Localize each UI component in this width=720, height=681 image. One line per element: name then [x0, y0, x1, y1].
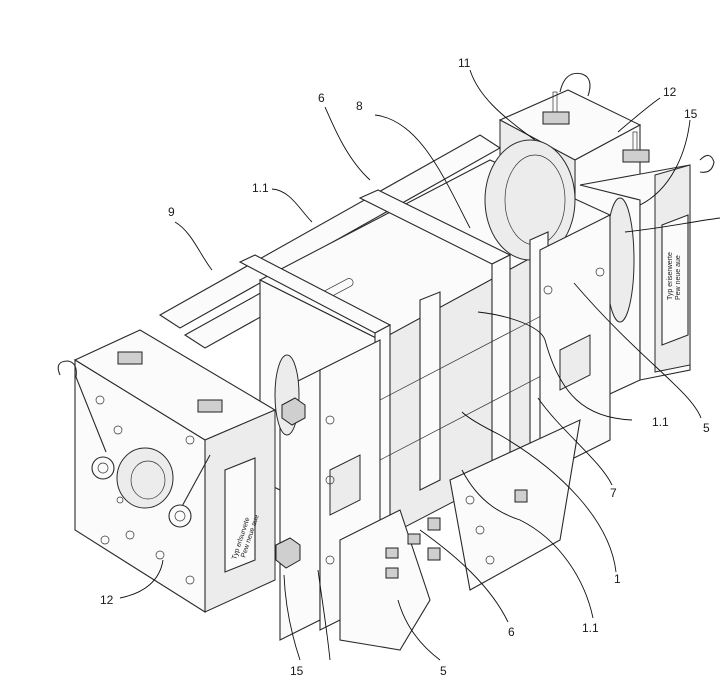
label-15-top: 15 — [684, 107, 698, 121]
label-6-bottom: 6 — [508, 625, 515, 639]
label-12-bottom: 12 — [100, 593, 114, 607]
label-9: 9 — [168, 205, 175, 219]
reference-labels: 11 12 15 6 8 1.1 9 1.1 5 7 1 1.1 6 5 15 … — [100, 56, 710, 678]
rear-support-plate — [427, 214, 611, 591]
label-12-top: 12 — [663, 85, 677, 99]
label-8: 8 — [356, 99, 363, 113]
label-11: 11 — [458, 56, 471, 70]
svg-text:Typ eriserwerte: Typ eriserwerte — [667, 252, 674, 300]
label-7: 7 — [610, 486, 617, 500]
label-1-1-bottom: 1.1 — [582, 621, 599, 635]
label-5-bottom: 5 — [440, 664, 447, 678]
front-end-block: Typ erlsurvete Pew neue aue — [57, 329, 306, 613]
front-support-plate — [279, 339, 431, 651]
label-1: 1 — [614, 572, 621, 586]
label-1-1-top: 1.1 — [252, 181, 269, 195]
svg-text:Pew neue aue: Pew neue aue — [675, 255, 682, 300]
label-6-top: 6 — [318, 91, 325, 105]
leader-lines — [119, 69, 720, 661]
label-5-right: 5 — [703, 421, 710, 435]
label-15-bottom: 15 — [290, 664, 304, 678]
label-1-1-right: 1.1 — [652, 415, 669, 429]
